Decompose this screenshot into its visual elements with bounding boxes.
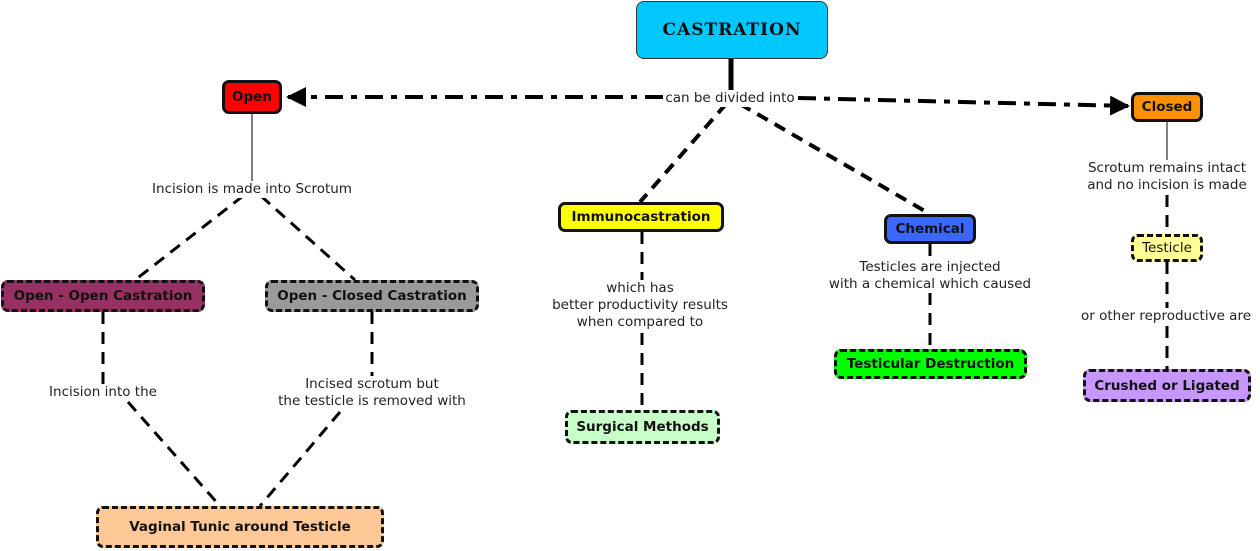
node-castration[interactable]: CASTRATION <box>636 1 828 59</box>
connector-label-to-closed <box>797 95 1130 116</box>
node-testicular-destruction[interactable]: Testicular Destruction <box>834 349 1027 379</box>
connector-label-to-chemical <box>738 102 932 216</box>
connector-label-to-vaginal-right <box>258 411 342 507</box>
link-label-incision-into-scrotum: Incision is made into Scrotum <box>152 181 352 198</box>
node-open-open-castration[interactable]: Open - Open Castration <box>1 280 205 312</box>
connector-label-to-vaginal-left <box>126 401 222 507</box>
link-label-incision-into-the: Incision into the <box>49 384 157 401</box>
node-chemical[interactable]: Chemical <box>884 214 976 244</box>
connector-label-to-open-open <box>134 194 244 282</box>
node-testicle[interactable]: Testicle <box>1131 234 1203 262</box>
connector-label-to-immunocastration <box>638 102 728 204</box>
connector-label-to-open-closed <box>260 194 356 282</box>
node-closed[interactable]: Closed <box>1131 92 1203 122</box>
node-vaginal-tunic[interactable]: Vaginal Tunic around Testicle <box>96 506 384 548</box>
node-immunocastration[interactable]: Immunocastration <box>558 202 724 232</box>
node-open[interactable]: Open <box>222 80 282 114</box>
node-crushed-or-ligated[interactable]: Crushed or Ligated <box>1083 369 1251 402</box>
node-surgical-methods[interactable]: Surgical Methods <box>565 410 720 444</box>
link-label-incised-scrotum: Incised scrotum but the testicle is remo… <box>278 376 466 410</box>
link-label-scrotum-remains-intact: Scrotum remains intact and no incision i… <box>1087 160 1247 194</box>
link-label-other-reproductive: or other reproductive are <box>1080 308 1252 325</box>
link-label-can-be-divided-into: can be divided into <box>665 90 795 107</box>
link-label-which-has: which has better productivity results wh… <box>552 280 728 331</box>
link-label-testicles-injected: Testicles are injected with a chemical w… <box>828 259 1032 293</box>
node-open-closed-castration[interactable]: Open - Closed Castration <box>265 280 479 312</box>
